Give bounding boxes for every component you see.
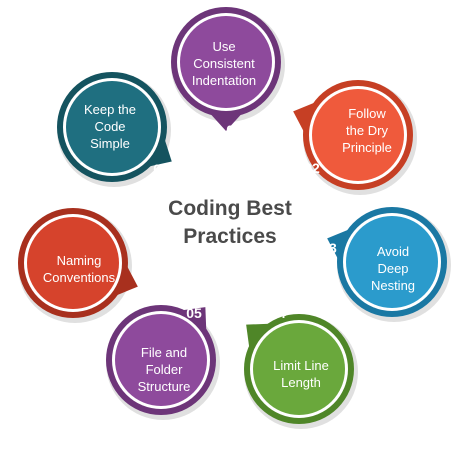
step-01-circle — [180, 16, 272, 108]
step-05-number: 05 — [186, 305, 202, 321]
step-06-number: 06 — [136, 242, 152, 258]
step-03-circle — [346, 216, 438, 308]
step-05-node — [106, 305, 220, 420]
step-03-node — [327, 207, 451, 322]
step-02-number: 02 — [304, 160, 320, 176]
center-title-line-1: Coding Best — [168, 197, 292, 220]
step-02-arrow — [293, 100, 321, 138]
step-04-node — [244, 314, 358, 429]
step-01-number: 01 — [226, 122, 242, 138]
step-06-arrow — [110, 260, 138, 298]
center-title: Coding Best Practices — [150, 195, 310, 251]
step-03-arrow — [327, 227, 355, 265]
step-07-circle — [66, 81, 158, 173]
step-05-circle — [115, 314, 207, 406]
step-04-number: 04 — [270, 305, 286, 321]
step-01-arrow — [206, 109, 246, 131]
step-03-number: 03 — [321, 240, 337, 256]
step-02-node — [293, 80, 417, 195]
step-06-circle — [27, 217, 119, 309]
center-title-line-2: Practices — [183, 225, 277, 248]
step-06-node — [18, 208, 138, 323]
step-04-circle — [253, 323, 345, 415]
step-07-number: 07 — [153, 161, 169, 177]
step-01-node — [171, 7, 285, 131]
step-02-circle — [312, 89, 404, 181]
step-07-arrow — [142, 133, 172, 168]
step-07-node — [57, 72, 172, 187]
